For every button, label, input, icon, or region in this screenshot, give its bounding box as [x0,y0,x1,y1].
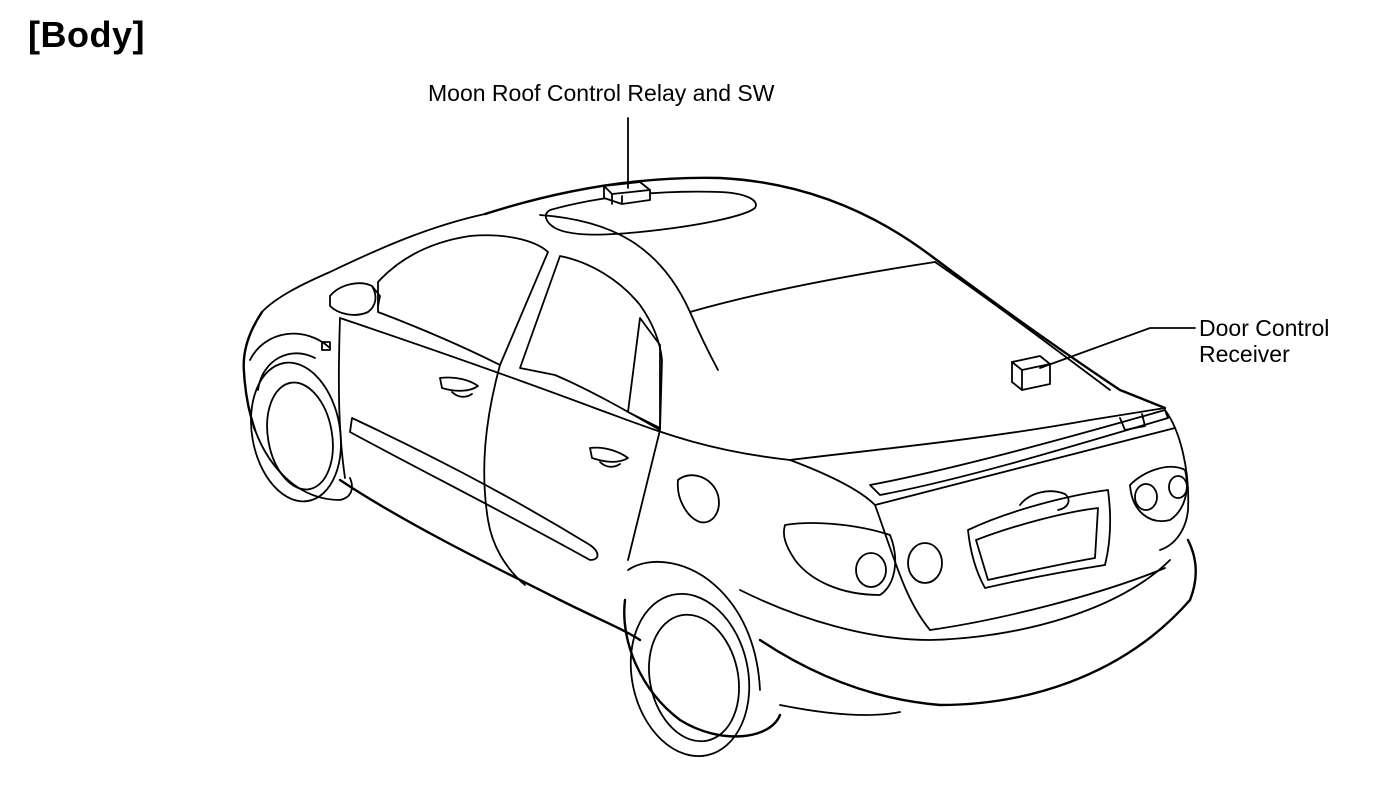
moon-roof-relay-component [603,181,651,205]
rear-wheel [623,560,782,758]
car-windows [329,234,663,431]
door-control-leader-line [1039,327,1196,369]
front-wheel [242,310,353,503]
moon-roof-control-relay-label: Moon Roof Control Relay and SW [428,80,775,106]
door-control-receiver-component [1011,355,1051,391]
car-rear [739,407,1197,716]
page-title: [Body] [28,14,145,55]
door-control-receiver-label-line2: Receiver [1199,341,1290,367]
door-control-receiver-label: Door Control Receiver [1199,315,1329,367]
door-control-receiver-label-line1: Door Control [1199,315,1330,341]
car-body-side [321,317,791,642]
car-roof [261,176,1167,410]
